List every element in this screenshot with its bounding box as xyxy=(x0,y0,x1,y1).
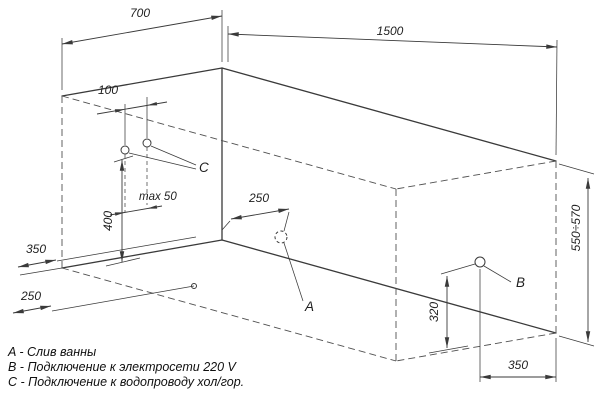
dimension-line xyxy=(61,15,223,45)
dimension-line xyxy=(230,208,290,220)
legend-line-b: B - Подключение к электросети 220 V xyxy=(8,360,238,374)
top-left-edge xyxy=(61,67,223,97)
dimension-320: 320 xyxy=(427,263,476,354)
extension-line xyxy=(51,285,195,312)
extension-line xyxy=(105,257,141,267)
extension-line xyxy=(221,220,231,231)
dim-400-label: 400 xyxy=(101,211,115,231)
dim-320-label: 320 xyxy=(427,302,441,322)
dim-700-label: 700 xyxy=(130,6,150,20)
arrowhead xyxy=(147,205,158,209)
bottom-right-edge xyxy=(221,239,557,334)
water-connection-point-2 xyxy=(142,138,152,148)
extension-line xyxy=(555,39,558,156)
extension-line xyxy=(283,211,290,232)
extension-line xyxy=(56,236,197,262)
label-c: C xyxy=(199,160,209,175)
legend: A - Слив ванны B - Подключение к электро… xyxy=(7,345,244,389)
back-bottom-left-hidden-edge xyxy=(61,267,397,362)
dim-550-570-label: 550÷570 xyxy=(569,204,583,251)
back-top-right-hidden-edge xyxy=(395,160,557,190)
dimension-1500: 1500 xyxy=(227,24,558,156)
dimension-700: 700 xyxy=(61,6,223,90)
extension-line xyxy=(558,163,595,175)
arrowhead xyxy=(114,109,125,113)
water-connection-point-1 xyxy=(120,145,130,155)
dimension-line xyxy=(227,32,558,49)
dimension-100: 100 xyxy=(96,83,168,145)
arrowhead xyxy=(147,102,158,106)
back-top-left-hidden-edge xyxy=(61,95,397,190)
top-right-edge xyxy=(221,67,557,162)
connection-c: C xyxy=(120,138,209,212)
electric-connection-point xyxy=(474,256,486,268)
dim-350-right-label: 350 xyxy=(508,358,528,372)
extension-line xyxy=(428,345,469,354)
dim-250-label: 250 xyxy=(248,191,269,205)
extension-line xyxy=(113,155,134,163)
label-a: A xyxy=(304,299,314,314)
leader-line xyxy=(283,242,304,302)
drain-a: A xyxy=(274,230,314,314)
bottom-left-edge xyxy=(61,239,223,269)
back-bottom-right-hidden-edge xyxy=(395,332,557,362)
dim-250-left-label: 250 xyxy=(20,289,41,303)
drain-point xyxy=(274,230,288,244)
extension-line xyxy=(440,263,476,275)
leader-line xyxy=(483,265,512,283)
arrowhead xyxy=(114,212,125,216)
dim-1500-label: 1500 xyxy=(377,24,404,38)
dimension-line xyxy=(12,305,52,314)
dimension-250-drain: 250 xyxy=(221,191,290,232)
dim-max-50-label: max 50 xyxy=(139,191,177,203)
dim-350-left-label: 350 xyxy=(26,242,46,256)
legend-line-c: C - Подключение к водопроводу хол/гор. xyxy=(8,375,244,389)
dimension-400: 400 xyxy=(101,155,141,267)
bottom-left-edge-extension xyxy=(19,267,63,276)
extension-line xyxy=(558,335,595,347)
dimension-tub-height: 550÷570 xyxy=(558,163,595,347)
dimension-max-50: max 50 xyxy=(109,191,177,216)
leader-line xyxy=(150,145,197,166)
legend-line-a: A - Слив ванны xyxy=(7,345,96,359)
dimension-line xyxy=(17,259,57,268)
label-b: B xyxy=(516,275,525,290)
dimension-left-350-250: 350 250 xyxy=(12,236,197,314)
leader-line xyxy=(128,152,197,170)
connection-b: B xyxy=(474,256,525,290)
dim-100-label: 100 xyxy=(98,83,118,97)
dimension-350-right: 350 xyxy=(479,269,557,382)
